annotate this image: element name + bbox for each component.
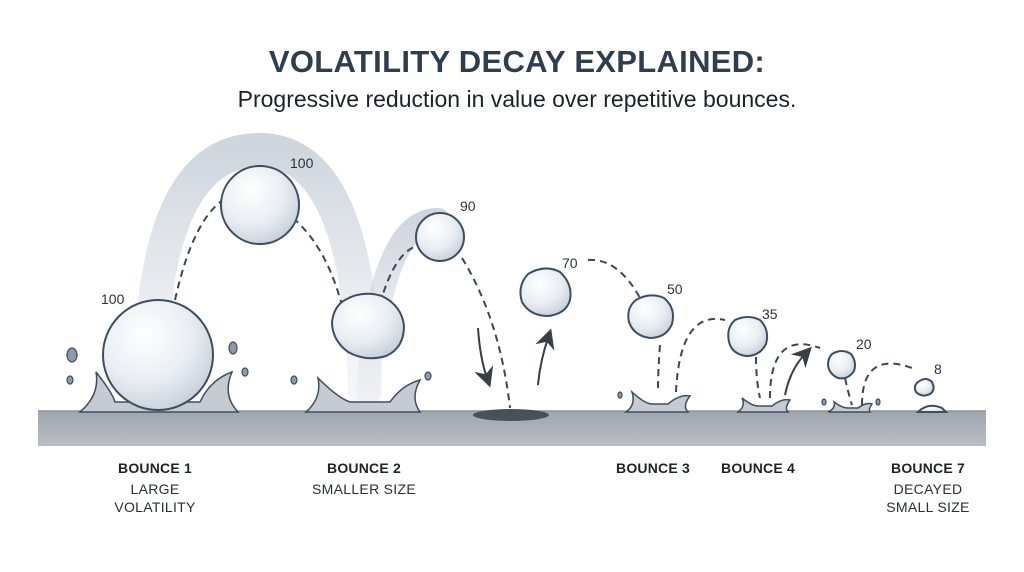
trajectory-10	[844, 377, 853, 406]
ground-imprint	[473, 409, 549, 421]
trail-arc-1	[133, 132, 382, 409]
value-label: 8	[934, 361, 942, 377]
trajectory-9	[769, 343, 821, 399]
bounce-7-title: BOUNCE 7	[891, 460, 965, 476]
droplet	[66, 375, 74, 385]
ball-peak-1	[220, 165, 300, 245]
splash-4	[735, 397, 792, 413]
bounce-3-title: BOUNCE 3	[616, 460, 690, 476]
splash-5	[827, 399, 874, 413]
droplet	[66, 347, 78, 363]
droplet	[290, 375, 298, 385]
value-label: 100	[101, 291, 125, 307]
bounce-1-desc: VOLATILITY	[114, 499, 196, 515]
bounce-7-desc: DECAYED	[893, 481, 963, 497]
value-label: 100	[290, 155, 314, 171]
droplet	[821, 398, 827, 406]
up-arrow-2	[784, 346, 812, 396]
droplet	[875, 398, 881, 406]
splash-2	[304, 375, 422, 413]
trajectory-8	[755, 356, 761, 399]
value-label: 90	[460, 198, 476, 214]
bounce-2-desc: SMALLER SIZE	[312, 481, 416, 497]
trajectory-5	[587, 258, 641, 299]
droplet	[617, 391, 623, 399]
rock-bounce-2	[330, 292, 406, 360]
rock-8	[913, 378, 935, 397]
value-label: 35	[762, 306, 778, 322]
value-label: 50	[667, 281, 683, 297]
page-title: VOLATILITY DECAY EXPLAINED:	[268, 44, 766, 79]
rock-50	[627, 294, 674, 340]
value-label: 20	[856, 336, 872, 352]
splash-1	[77, 370, 240, 413]
rock-fragment	[915, 404, 949, 413]
ball-peak-2	[415, 212, 465, 262]
rock-70	[519, 267, 572, 318]
droplet	[424, 371, 432, 381]
bounce-1-title: BOUNCE 1	[118, 460, 192, 476]
splash-3	[623, 389, 692, 413]
rock-35	[727, 316, 769, 358]
trajectory-11	[861, 362, 913, 406]
ball-bounce-1	[102, 299, 214, 411]
trajectory-4	[461, 257, 511, 409]
bounce-2-title: BOUNCE 2	[327, 460, 401, 476]
trajectory-7	[675, 317, 726, 393]
page-subtitle: Progressive reduction in value over repe…	[237, 86, 797, 112]
value-label: 70	[562, 255, 578, 271]
rock-20	[826, 350, 856, 380]
bounce-7-desc: SMALL SIZE	[886, 499, 970, 515]
up-arrow	[535, 328, 555, 386]
bounce-4-title: BOUNCE 4	[721, 460, 795, 476]
droplet	[241, 367, 249, 377]
down-arrow	[474, 327, 494, 388]
bounce-1-desc: LARGE	[130, 481, 180, 497]
trajectory-6	[657, 344, 661, 393]
droplet	[228, 341, 238, 355]
